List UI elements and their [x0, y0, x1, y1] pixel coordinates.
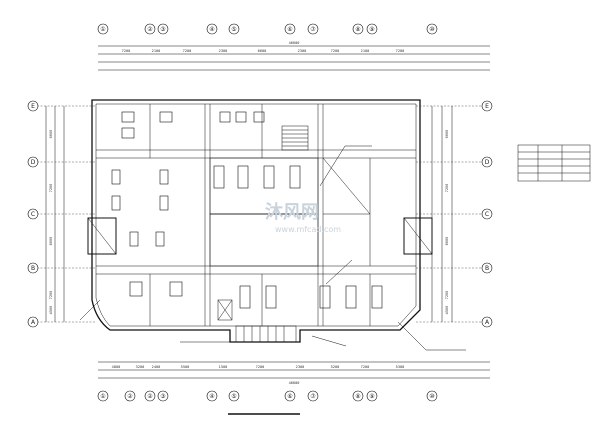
dimension-label: 4500: [445, 306, 449, 315]
dimension-label: 6600: [445, 130, 449, 139]
svg-text:①: ①: [100, 26, 105, 33]
svg-text:④: ④: [209, 26, 214, 33]
svg-text:①: ①: [100, 393, 105, 400]
dimension-label: 2100: [152, 49, 161, 53]
svg-text:D: D: [31, 159, 36, 166]
bottom-axis-bubble: ⑤: [228, 390, 240, 402]
right-axis-bubble: C: [481, 208, 493, 220]
top-axis-bubble: ⑦: [307, 23, 319, 35]
dimension-label: 2100: [361, 49, 370, 53]
bottom-axis-bubble: ③: [157, 390, 169, 402]
dimension-label: 4500: [49, 306, 53, 315]
svg-text:⑦: ⑦: [310, 26, 316, 33]
svg-text:C: C: [31, 211, 35, 218]
svg-text:⑨: ⑨: [369, 393, 374, 400]
top-axis-bubble: ⑧: [352, 23, 364, 35]
top-axis-bubble: ②: [144, 23, 156, 35]
svg-text:⑨: ⑨: [369, 26, 374, 33]
svg-text:②: ②: [147, 393, 153, 400]
svg-text:⑧: ⑧: [355, 26, 360, 33]
dimension-label: 7200: [49, 184, 53, 193]
dimension-label: 2300: [296, 365, 305, 369]
dimension-label: 8000: [49, 237, 53, 246]
left-axis-bubble: B: [27, 262, 39, 274]
top-axis-bubble: ⑥: [284, 23, 296, 35]
dimension-label: 46000: [289, 381, 300, 385]
bottom-axis-bubble: ⑧: [352, 390, 364, 402]
svg-text:A: A: [485, 319, 490, 326]
top-axis-bubble: ⑨: [366, 23, 378, 35]
dimension-label: 3200: [136, 365, 145, 369]
dimension-label: 5300: [396, 365, 405, 369]
svg-text:B: B: [485, 265, 489, 272]
bottom-axis-bubble: ②: [144, 390, 156, 402]
svg-text:⑤: ⑤: [231, 393, 236, 400]
svg-text:C: C: [485, 211, 489, 218]
svg-text:②: ②: [127, 393, 133, 400]
svg-text:②: ②: [147, 26, 153, 33]
svg-text:B: B: [31, 265, 35, 272]
dimension-label: 7200: [361, 365, 370, 369]
bottom-axis-bubble: ⑥: [284, 390, 296, 402]
svg-text:⑤: ⑤: [231, 26, 236, 33]
left-axis-bubble: A: [27, 316, 39, 328]
dimension-label: 7200: [49, 291, 53, 300]
bottom-axis-bubble: ⑨: [366, 390, 378, 402]
top-axis-bubble: ⑩: [426, 23, 438, 35]
dimension-label: 6600: [258, 49, 267, 53]
right-axis-bubble: D: [481, 156, 493, 168]
left-axis-bubble: C: [27, 208, 39, 220]
svg-text:④: ④: [209, 393, 214, 400]
dimension-label: 8000: [445, 237, 449, 246]
right-axis-bubble: A: [481, 316, 493, 328]
dimension-label: 4800: [112, 365, 121, 369]
dimension-label: 46000: [289, 41, 300, 45]
svg-text:A: A: [31, 319, 36, 326]
dimension-label: 2300: [219, 49, 228, 53]
bottom-axis-bubble: ④: [206, 390, 218, 402]
dimension-label: 6600: [49, 130, 53, 139]
right-axis-bubble: B: [481, 262, 493, 274]
left-axis-bubble: D: [27, 156, 39, 168]
top-axis-bubble: ①: [97, 23, 109, 35]
svg-text:D: D: [485, 159, 490, 166]
top-axis-bubble: ④: [206, 23, 218, 35]
svg-text:E: E: [31, 103, 35, 110]
bottom-axis-bubble: ②: [124, 390, 136, 402]
dimension-label: 7200: [331, 49, 340, 53]
dimension-label: 2400: [152, 365, 161, 369]
dimension-label: 7200: [445, 184, 449, 193]
dimension-label: 5200: [331, 365, 340, 369]
svg-text:③: ③: [160, 26, 165, 33]
svg-text:⑦: ⑦: [310, 393, 316, 400]
left-axis-bubble: E: [27, 100, 39, 112]
top-axis-bubble: ③: [157, 23, 169, 35]
bottom-axis-bubble: ⑩: [426, 390, 438, 402]
dimension-label: 1500: [219, 365, 228, 369]
dimension-label: 7200: [256, 365, 265, 369]
watermark-text: 沐风网: [265, 201, 319, 223]
bottom-axis-bubble: ①: [97, 390, 109, 402]
dimension-label: 5500: [181, 365, 190, 369]
svg-text:③: ③: [160, 393, 165, 400]
svg-text:E: E: [485, 103, 489, 110]
bottom-axis-bubble: ⑦: [307, 390, 319, 402]
svg-text:⑥: ⑥: [287, 393, 292, 400]
svg-text:⑥: ⑥: [287, 26, 292, 33]
dimension-label: 7200: [183, 49, 192, 53]
dimension-label: 2300: [298, 49, 307, 53]
svg-text:⑧: ⑧: [355, 393, 360, 400]
right-axis-bubble: E: [481, 100, 493, 112]
svg-text:⑩: ⑩: [429, 393, 434, 400]
dimension-label: 7200: [396, 49, 405, 53]
dimension-label: 7200: [122, 49, 131, 53]
dimension-labels: 7200 2100 7200 2300 6600 2300 7200 2100 7200 4600…: [49, 41, 449, 385]
top-axis-bubble: ⑤: [228, 23, 240, 35]
watermark-url: www.mfcad.com: [275, 225, 341, 234]
svg-text:⑩: ⑩: [429, 26, 434, 33]
dimension-label: 7200: [445, 291, 449, 300]
